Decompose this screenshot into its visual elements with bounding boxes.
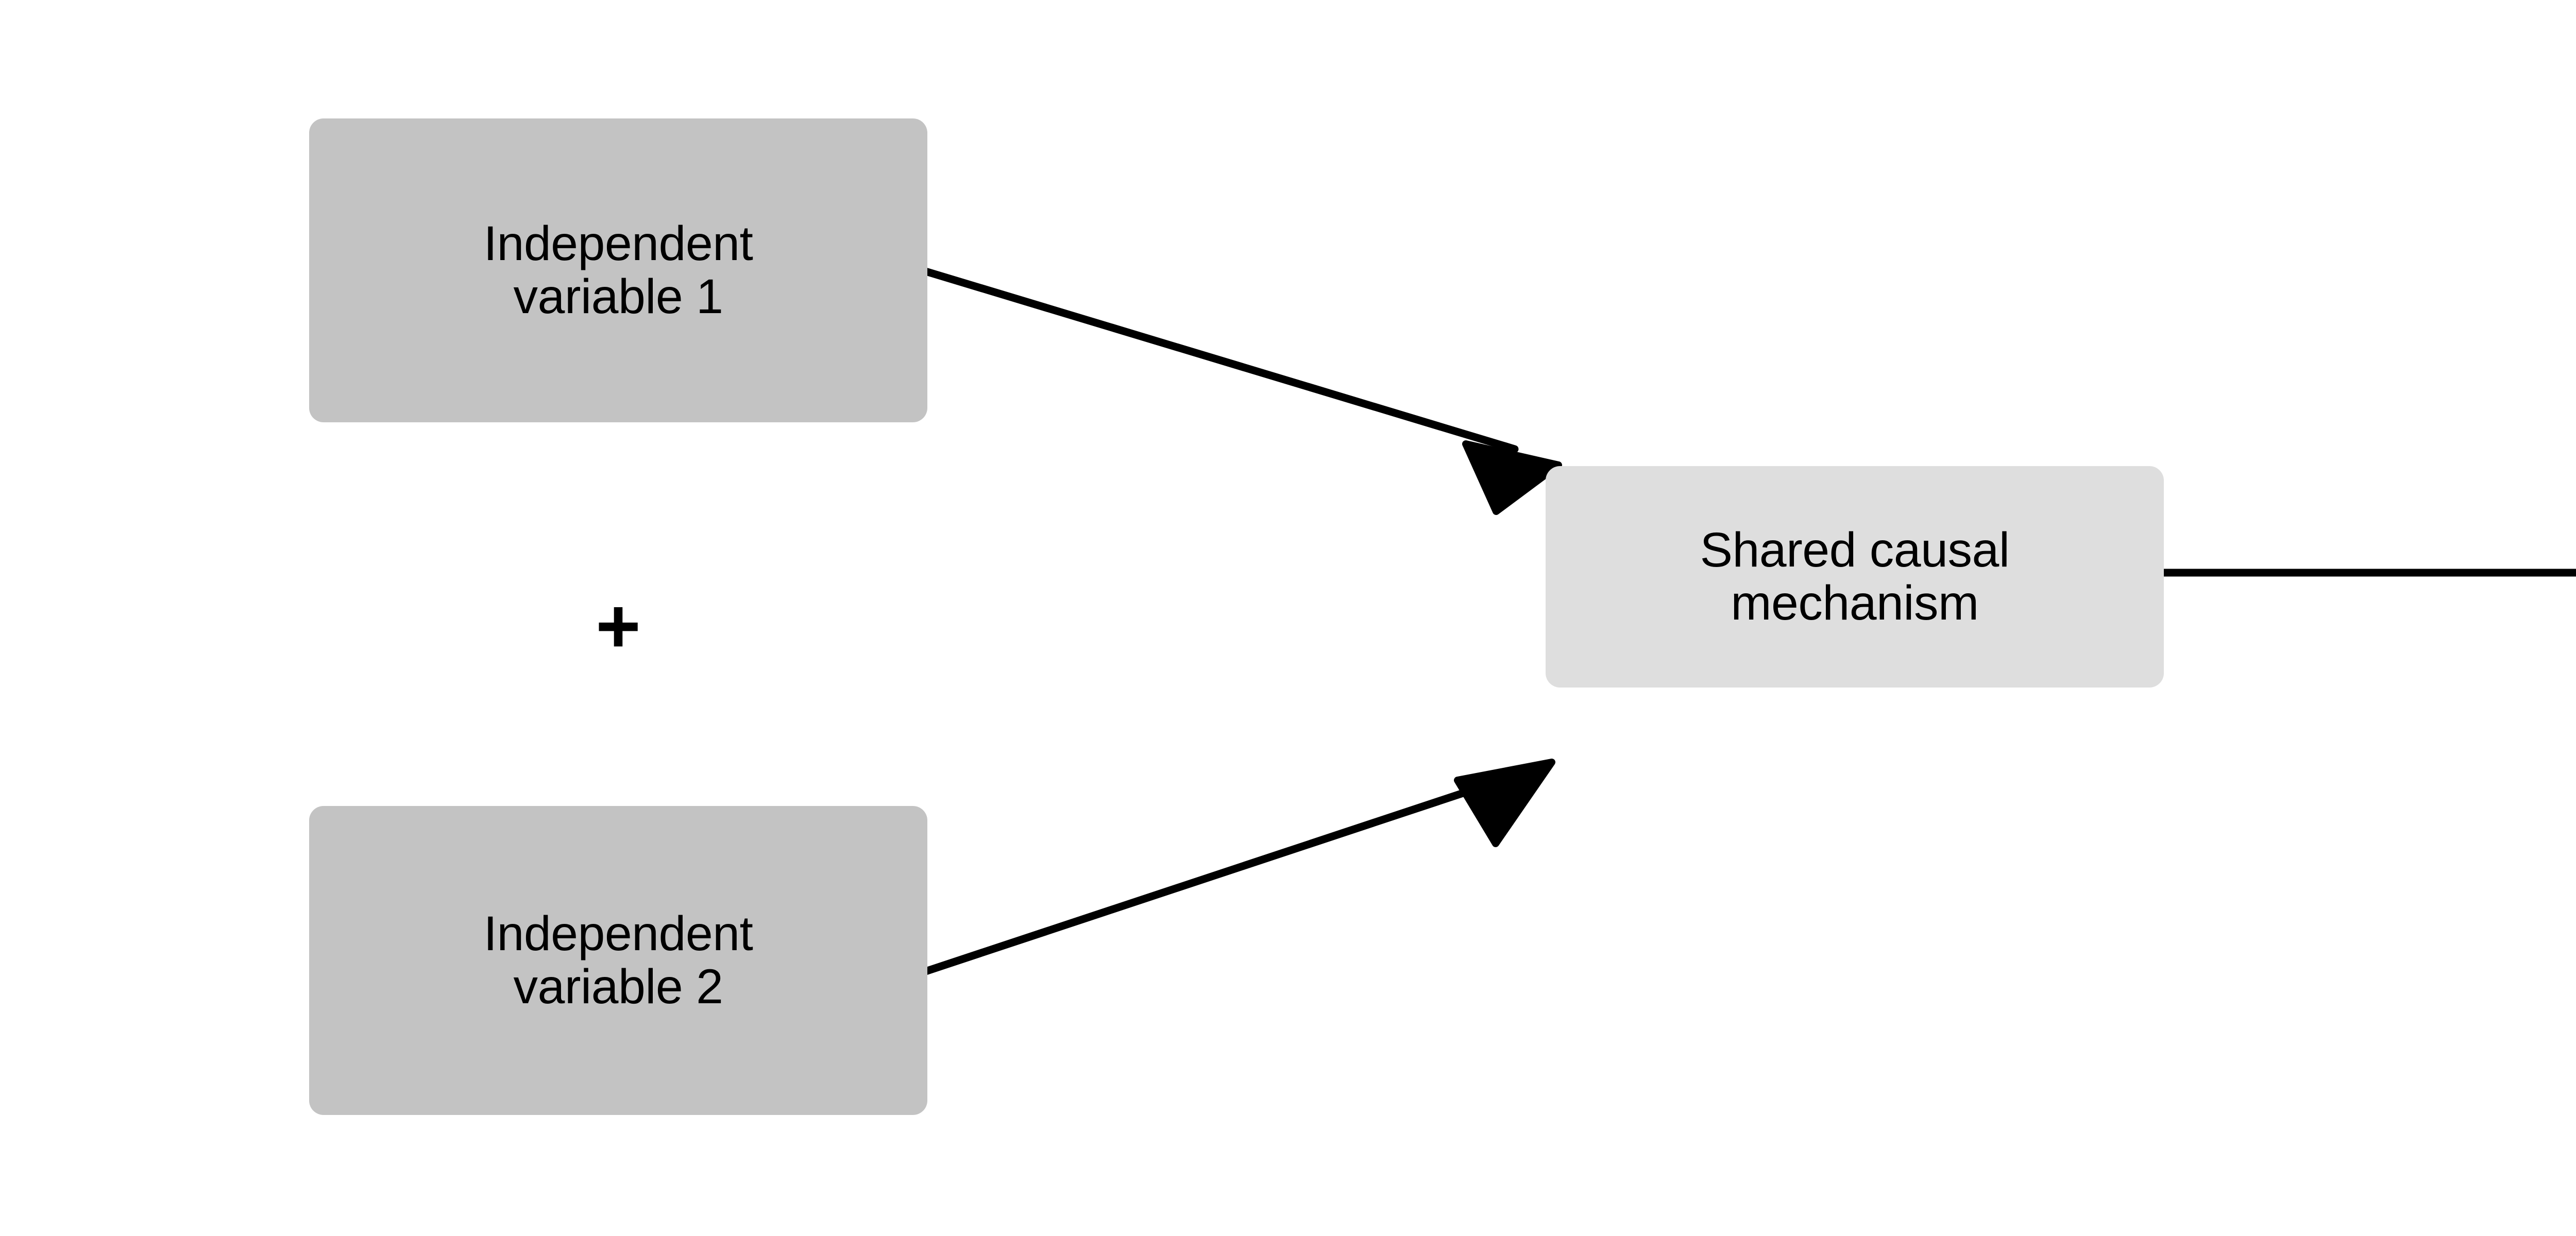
arrow-iv2-line <box>922 774 1514 975</box>
arrow-iv1-line <box>922 267 1519 453</box>
arrow-iv2-to-mechanism <box>922 759 1555 975</box>
node-independent-variable-1-label: Independent variable 1 <box>483 216 753 324</box>
node-shared-causal-mechanism-label: Shared causal mechanism <box>1700 523 2010 630</box>
arrow-iv2-head <box>1454 759 1555 847</box>
plus-operator-symbol: + <box>596 582 641 669</box>
arrow-iv1-head <box>1462 440 1562 515</box>
node-independent-variable-2-label: Independent variable 2 <box>483 906 753 1014</box>
node-independent-variable-2[interactable]: Independent variable 2 <box>309 806 927 1115</box>
node-independent-variable-1[interactable]: Independent variable 1 <box>309 118 927 422</box>
arrow-mechanism-to-dv <box>2158 569 2576 577</box>
arrow-iv1-to-mechanism <box>922 267 1562 515</box>
plus-operator: + <box>546 572 690 680</box>
node-shared-causal-mechanism[interactable]: Shared causal mechanism <box>1546 466 2164 688</box>
